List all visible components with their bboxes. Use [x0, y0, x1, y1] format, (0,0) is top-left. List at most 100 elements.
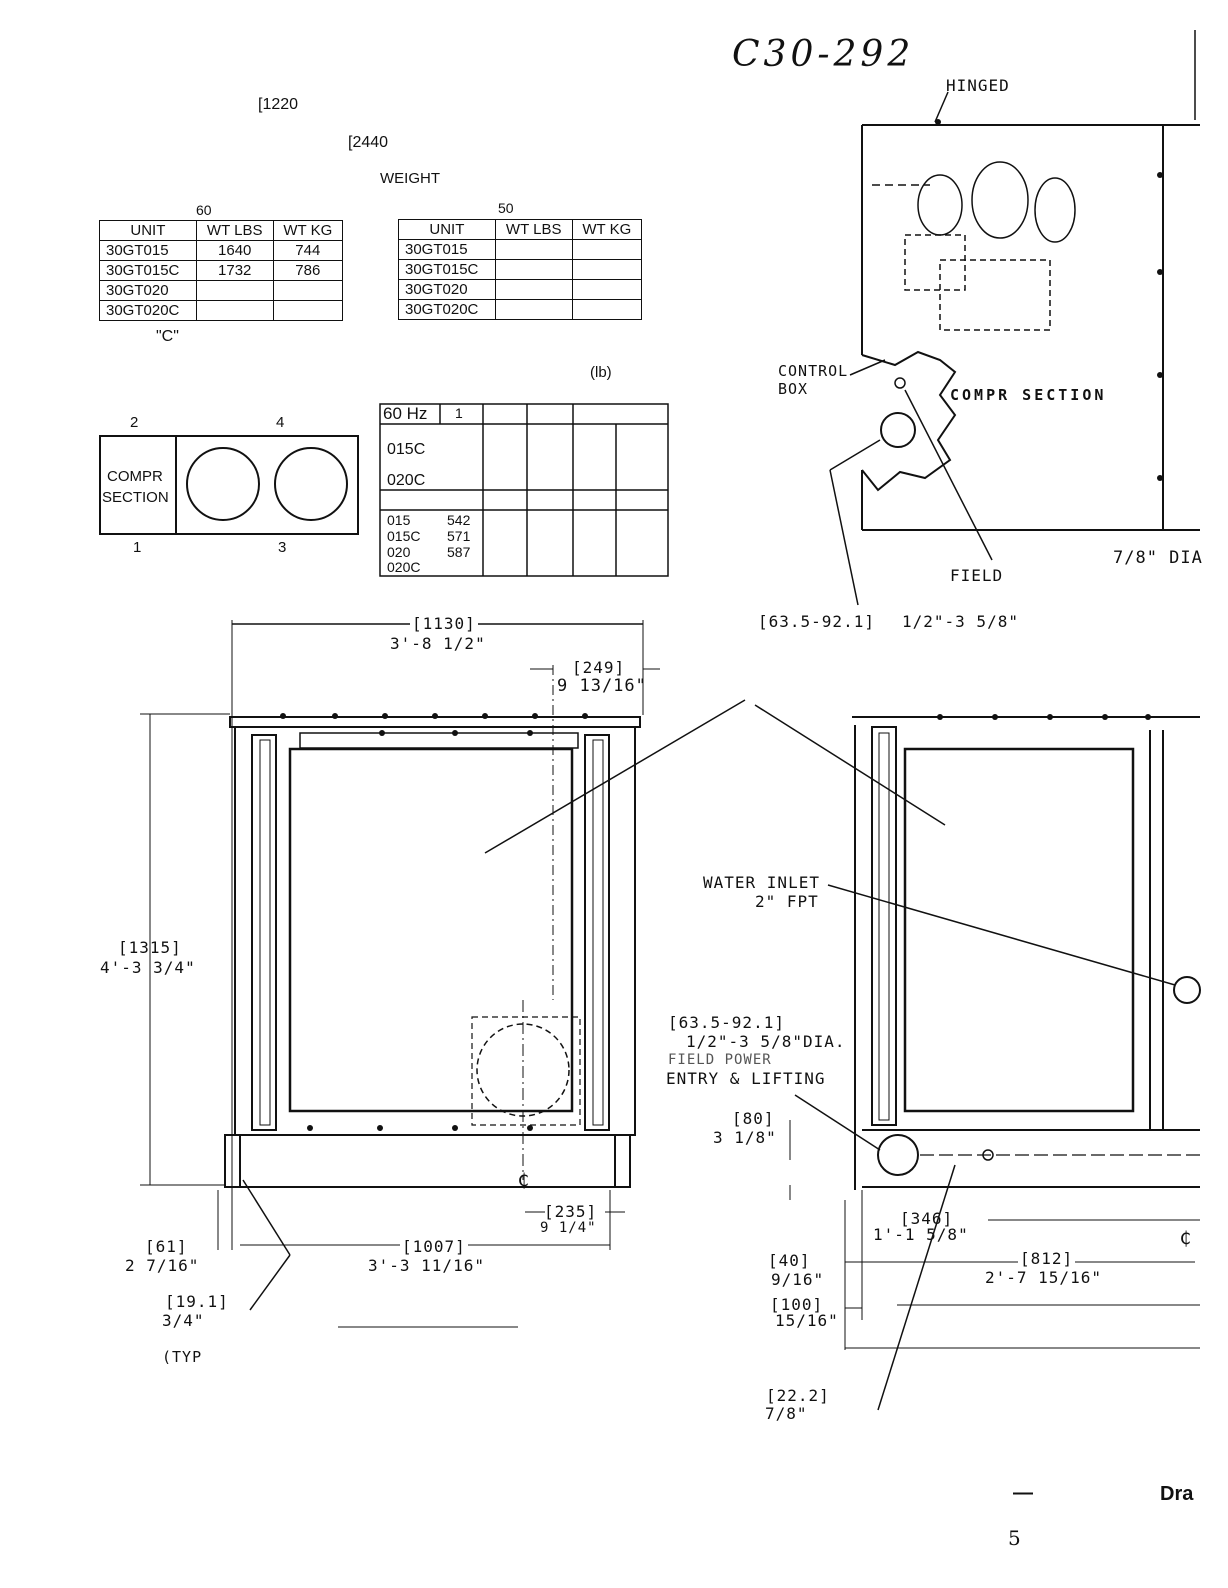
- table-cell: 30GT015C: [99, 260, 197, 281]
- dim-1315-ft: 4'-3 3/4": [100, 958, 196, 977]
- table-cell: 30GT015: [99, 240, 197, 261]
- dim-249-in: 9 13/16": [557, 676, 647, 696]
- dim-222-in: 7/8": [765, 1404, 808, 1423]
- dim-222: [22.2]: [766, 1386, 830, 1405]
- table-cell: 1640: [195, 240, 274, 261]
- control-box-label-1: CONTROL: [778, 362, 849, 380]
- rigging-point-4: 4: [276, 414, 285, 431]
- table-50-caption: 50: [498, 200, 514, 216]
- dim-80: [80]: [732, 1109, 775, 1128]
- hz-row-b-020: 020: [387, 544, 411, 560]
- dim-40-in: 9/16": [771, 1270, 825, 1289]
- hz-row-020c: 020C: [387, 472, 426, 489]
- rigging-point-1: 1: [133, 539, 142, 556]
- table-cell: [494, 279, 573, 300]
- table-cell: [571, 299, 643, 320]
- table-row: 30GT020: [398, 279, 643, 300]
- fan-circle-right: [274, 447, 348, 521]
- table-60-footnote: "C": [156, 328, 179, 345]
- dim-2440-label: [2440: [348, 134, 389, 151]
- hz-row-b-015c-val: 571: [447, 528, 471, 544]
- dim-1130: [1130]: [410, 614, 478, 633]
- table-cell: 744: [272, 240, 344, 261]
- field-label: FIELD: [950, 566, 1004, 585]
- dim-40: [40]: [768, 1251, 811, 1270]
- table-60-caption: 60: [196, 202, 212, 218]
- table-60-header-unit: UNIT: [99, 220, 197, 241]
- control-box-label-2: BOX: [778, 380, 809, 398]
- dim-346: [346]: [900, 1209, 954, 1228]
- table-cell: [571, 259, 643, 280]
- rigging-point-3: 3: [278, 539, 287, 556]
- dim-1007: [1007]: [400, 1237, 468, 1256]
- table-cell: [272, 300, 344, 321]
- rigging-outline: [99, 435, 359, 535]
- weight-table-60: UNIT WT LBS WT KG 30GT015 1640 744 30GT0…: [99, 220, 344, 321]
- hz-row-b-015: 015: [387, 512, 411, 528]
- drawing-label: Dra: [1160, 1483, 1194, 1505]
- dim-346-ft: 1'-1 5/8": [873, 1225, 969, 1244]
- dim-100: [100]: [770, 1295, 824, 1314]
- table-row: 30GT015: [398, 239, 643, 260]
- table-cell: 786: [272, 260, 344, 281]
- hz-table-header: 60 Hz: [383, 404, 428, 423]
- table-cell: [494, 239, 573, 260]
- fan-circle-left: [186, 447, 260, 521]
- dim-19: [19.1]: [165, 1292, 229, 1311]
- dim-19-in: 3/4": [162, 1311, 205, 1330]
- water-inlet-fpt: 2" FPT: [755, 892, 819, 911]
- dim-100-in: 15/16": [775, 1311, 839, 1330]
- table-cell: 30GT020: [398, 279, 496, 300]
- front-centerline: ₵: [518, 1170, 530, 1191]
- table-cell: 30GT015: [398, 239, 496, 260]
- table-cell: 30GT020C: [398, 299, 496, 320]
- table-cell: 30GT020C: [99, 300, 197, 321]
- table-row: 30GT020C: [398, 299, 643, 320]
- hz-row-b-015-val: 542: [447, 512, 471, 528]
- bolt-dots: [280, 119, 1163, 1131]
- table-row: 30GT020: [99, 280, 344, 301]
- table-row: 30GT020C: [99, 300, 344, 321]
- metric-range-label: [63.5-92.1]: [758, 612, 875, 631]
- hz-row-b-020c: 020C: [387, 559, 421, 575]
- hinged-label: HINGED: [946, 76, 1010, 95]
- typ-label: (TYP: [162, 1348, 203, 1366]
- end-centerline: ₵: [1180, 1228, 1192, 1249]
- dim-812: [812]: [1018, 1249, 1076, 1268]
- lb-label: (lb): [590, 364, 612, 381]
- dim-635: [63.5-92.1]: [668, 1013, 785, 1032]
- hz-row-015c: 015C: [387, 441, 426, 458]
- table-row: 30GT015 1640 744: [99, 240, 344, 261]
- table-50-header-lbs: WT LBS: [494, 219, 573, 240]
- table-50-header-unit: UNIT: [398, 219, 496, 240]
- dim-635-in: 1/2"-3 5/8"DIA.: [686, 1032, 846, 1051]
- dim-61-in: 2 7/16": [125, 1256, 200, 1275]
- side-view-drawing: [829, 30, 1200, 606]
- table-cell: [494, 299, 573, 320]
- table-cell: 1732: [195, 260, 274, 281]
- page-number: 5: [1008, 1526, 1021, 1550]
- dim-61: [61]: [145, 1237, 188, 1256]
- compr-section-label: COMPR SECTION: [950, 386, 1107, 404]
- rigging-point-2: 2: [130, 414, 139, 431]
- table-cell: [571, 239, 643, 260]
- rigging-section-line1: COMPR: [107, 468, 163, 485]
- dim-235-in: 9 1/4": [540, 1220, 597, 1236]
- handwritten-code: C30-292: [732, 34, 915, 75]
- table-cell: [494, 259, 573, 280]
- dim-249: [249]: [572, 658, 626, 677]
- weight-label: WEIGHT: [380, 170, 440, 187]
- footer-dash: —: [1013, 1482, 1033, 1504]
- table-row: 30GT015C: [398, 259, 643, 280]
- hz-table-lines: [379, 403, 669, 577]
- table-50-header-kg: WT KG: [571, 219, 643, 240]
- table-60-header-kg: WT KG: [272, 220, 344, 241]
- front-view-drawing: [140, 620, 946, 1328]
- table-cell: 30GT015C: [398, 259, 496, 280]
- dim-80-in: 3 1/8": [713, 1128, 777, 1147]
- dim-1130-ft: 3'-8 1/2": [390, 634, 486, 653]
- end-view-drawing: [789, 716, 1201, 1411]
- hz-row-b-015c: 015C: [387, 528, 421, 544]
- dim-235: [235]: [544, 1202, 598, 1221]
